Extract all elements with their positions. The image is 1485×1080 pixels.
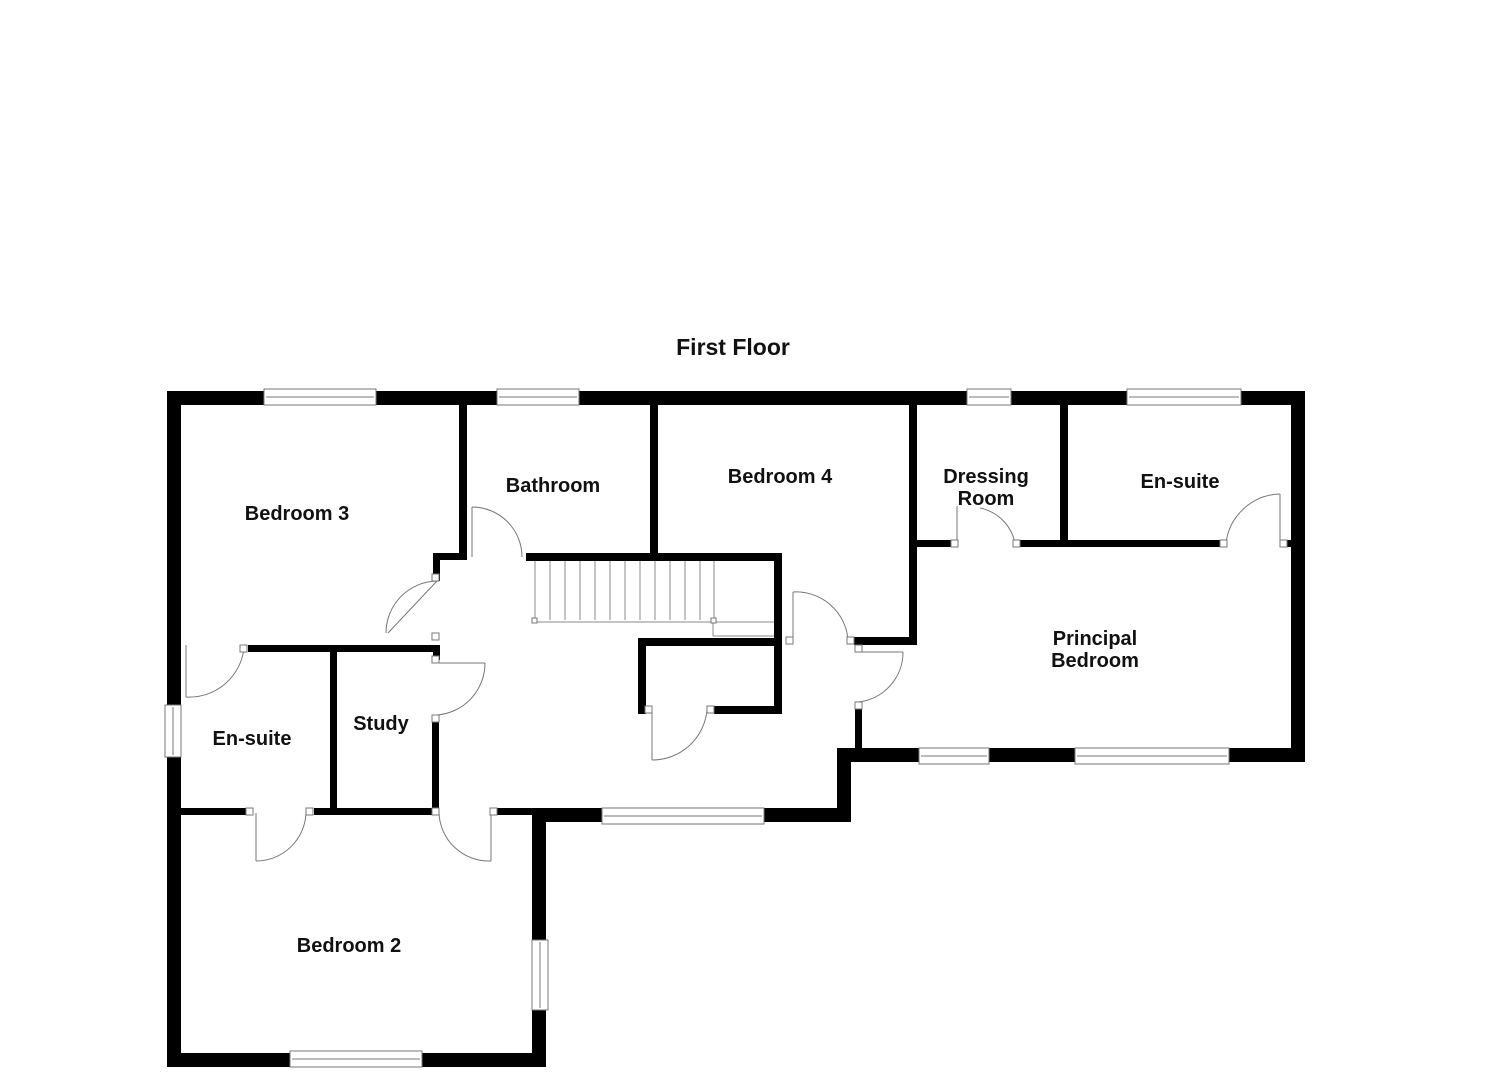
staircase <box>531 561 774 637</box>
outer-walls <box>167 391 1305 1067</box>
room-label-bedroom-3: Bedroom 3 <box>244 503 350 525</box>
interior-walls <box>181 405 1291 815</box>
room-label-bedroom-4: Bedroom 4 <box>727 466 833 488</box>
room-label-study: Study <box>353 713 409 735</box>
room-label-en-suite-bedroom-2: En-suite <box>212 728 292 750</box>
room-label-principal-bedroom: Principal Bedroom <box>1051 628 1139 672</box>
room-label-bathroom: Bathroom <box>505 475 601 497</box>
room-label-dressing-room: Dressing Room <box>943 466 1029 510</box>
doors <box>185 493 1288 862</box>
windows <box>164 388 1242 1068</box>
room-label-en-suite-principal: En-suite <box>1140 471 1220 493</box>
room-label-bedroom-2: Bedroom 2 <box>296 935 402 957</box>
floor-title: First Floor <box>676 334 790 360</box>
